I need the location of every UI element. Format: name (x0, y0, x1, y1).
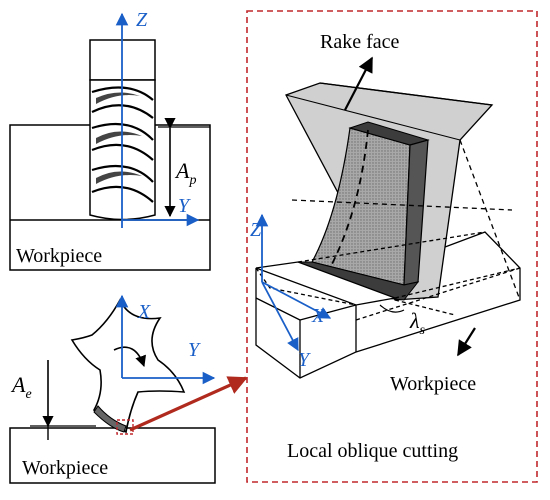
workpiece-box-right (255, 139, 521, 379)
workpiece-block-bottom (9, 427, 216, 484)
workpiece-label-top: Workpiece (16, 245, 102, 267)
tool-cross-section (70, 298, 186, 434)
y-axis-right (261, 281, 299, 352)
zoom-arrow (129, 376, 248, 432)
local-oblique-label: Local oblique cutting (287, 440, 458, 462)
rotation-arrow (113, 346, 146, 368)
end-mill-side-view: Z Y Ap Workpiece (9, 9, 211, 271)
ap-symbol: Ap (174, 158, 196, 188)
workpiece-label-right: Workpiece (390, 373, 476, 395)
oblique-cutting-detail: λs Z X Y Rake face Workpiece Local obliq… (250, 31, 521, 462)
workpiece-label-bottom: Workpiece (22, 457, 108, 479)
end-mill-top-view: X Y Ae Workpiece (9, 294, 216, 484)
inclination-angle-symbol: λs (409, 308, 426, 338)
y-axis-label-bottom: Y (188, 339, 201, 361)
workpiece-feed-arrow (457, 327, 476, 357)
x-axis-label-bottom: X (137, 301, 151, 323)
detail-frame (246, 10, 538, 483)
ae-symbol: Ae (10, 372, 32, 402)
x-axis-right (261, 281, 332, 319)
rake-face-arrow (344, 56, 373, 111)
x-axis-label-right: X (311, 305, 325, 327)
z-axis-label-right: Z (250, 219, 262, 241)
rake-face-label: Rake face (320, 31, 400, 53)
y-axis-label-top: Y (178, 195, 191, 217)
z-axis-label-top: Z (136, 9, 148, 31)
y-axis-label-right: Y (298, 349, 311, 371)
